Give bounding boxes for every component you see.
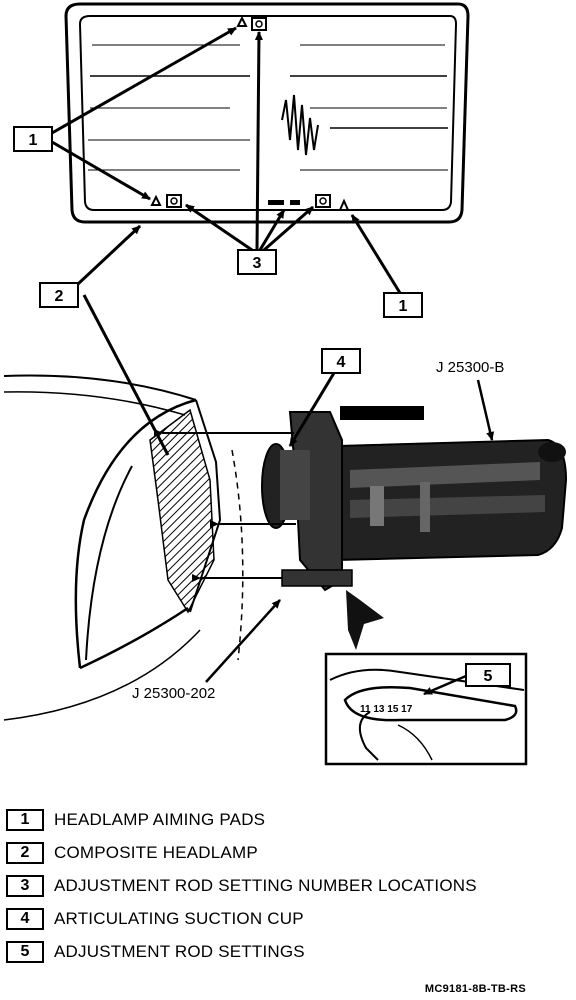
callout-1-label: 1 <box>29 132 38 149</box>
aiming-pad-lower-right <box>315 194 331 208</box>
legend-item: 4 ARTICULATING SUCTION CUP <box>6 907 304 931</box>
legend-item: 2 COMPOSITE HEADLAMP <box>6 841 258 865</box>
callout-1-lower: 1 <box>350 214 423 318</box>
adapter-tool-label: J 25300-202 <box>132 685 215 702</box>
callout-2-label: 2 <box>55 288 64 305</box>
callout-3-label: 3 <box>253 255 262 272</box>
callout-4: 4 <box>288 348 361 447</box>
legend-number: 5 <box>6 941 44 963</box>
callout-5-label: 5 <box>484 668 493 685</box>
main-tool-label: J 25300-B <box>436 359 504 376</box>
legend-item: 5 ADJUSTMENT ROD SETTINGS <box>6 940 305 964</box>
legend-text: COMPOSITE HEADLAMP <box>54 843 258 862</box>
legend-text: ADJUSTMENT ROD SETTING NUMBER LOCATIONS <box>54 876 477 895</box>
figure-code: MC9181-8B-TB-RS <box>424 983 526 995</box>
legend-number: 4 <box>6 908 44 930</box>
callout-1-upper: 1 <box>13 26 237 201</box>
legend-item: 3 ADJUSTMENT ROD SETTING NUMBER LOCATION… <box>6 874 477 898</box>
legend-number: 1 <box>6 809 44 831</box>
callout-4-label: 4 <box>337 354 346 371</box>
legend-number: 3 <box>6 875 44 897</box>
legend-text: HEADLAMP AIMING PADS <box>54 810 266 829</box>
legend-item: 1 HEADLAMP AIMING PADS <box>6 808 265 832</box>
legend-text: ARTICULATING SUCTION CUP <box>54 909 304 928</box>
aiming-pad-top-left <box>236 15 248 27</box>
callout-1-lower-label: 1 <box>399 298 408 315</box>
svg-text:11 13 15 17: 11 13 15 17 <box>360 704 413 715</box>
vehicle-fender-side-view <box>3 374 244 721</box>
composite-headlamp-front-view <box>64 2 470 224</box>
aiming-pad-top <box>251 17 267 31</box>
callout-2: 2 <box>39 224 170 456</box>
legend-text: ADJUSTMENT ROD SETTINGS <box>54 942 305 961</box>
legend-number: 2 <box>6 842 44 864</box>
aiming-tool-body <box>154 379 568 650</box>
callout-3: 3 <box>185 31 314 275</box>
adjustment-rod-settings-inset: 11 13 15 17 5 <box>324 652 528 766</box>
aiming-pad-lower-left <box>166 194 182 208</box>
adapter-tool-leader <box>205 599 281 683</box>
